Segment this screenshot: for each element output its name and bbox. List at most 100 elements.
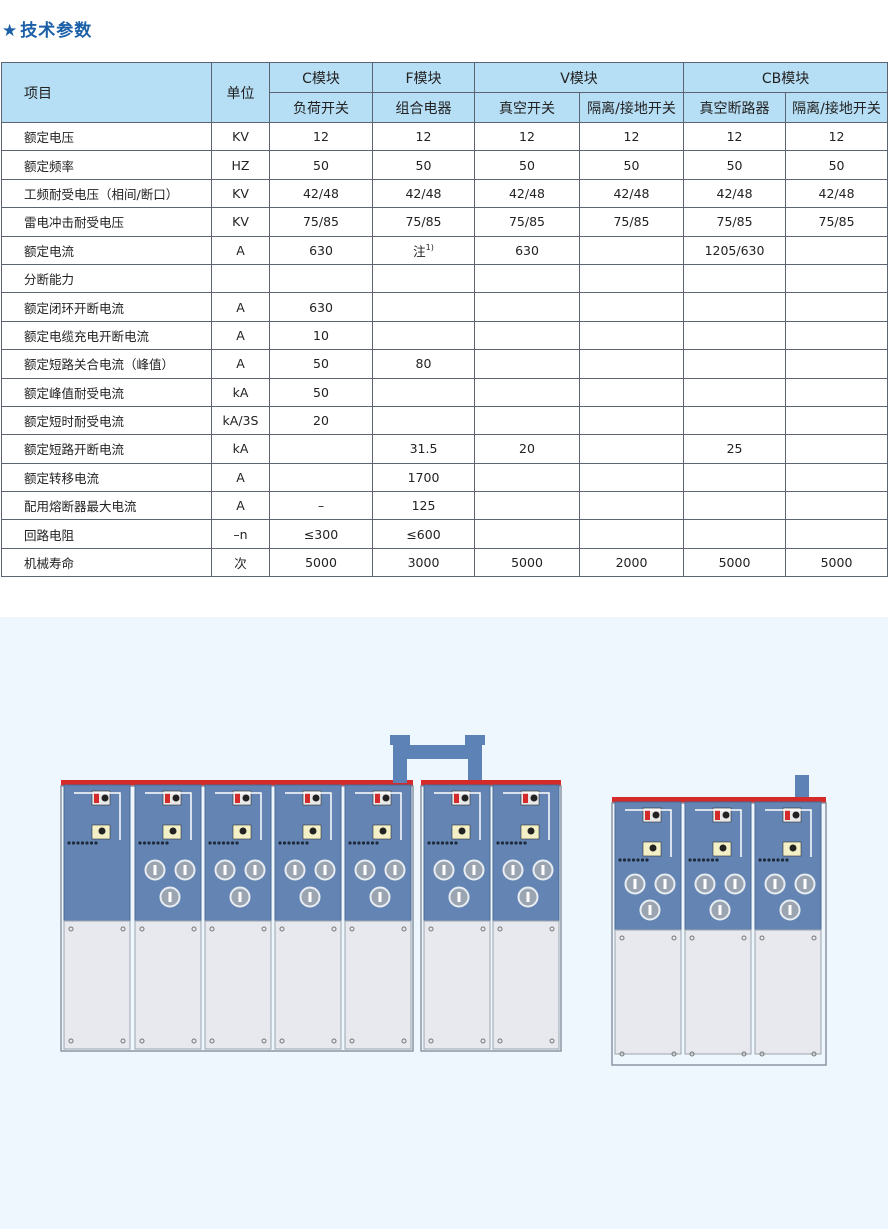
terminal-dot [94, 841, 98, 845]
busbar-connector [400, 745, 478, 759]
knob-slot [511, 865, 515, 875]
door-screw [428, 926, 434, 932]
knob-slot [363, 865, 367, 875]
terminal-dot [221, 841, 226, 845]
table-cell: 20 [269, 405, 373, 436]
terminal-dot [427, 841, 431, 845]
terminal-dot [366, 841, 370, 845]
indicator-knob [382, 794, 390, 802]
table-cell [785, 462, 888, 493]
table-cell [269, 462, 373, 493]
table-cell: 630 [269, 292, 373, 322]
knob-slot [393, 865, 397, 875]
terminal-dot [375, 841, 379, 845]
cabinet-lower-door [344, 920, 412, 1050]
terminal-dot [710, 858, 715, 862]
terminal-dot [305, 841, 309, 845]
terminal-dot [357, 841, 361, 845]
terminal-dot [370, 841, 375, 845]
cabinet-lower-door [423, 920, 491, 1050]
door-screw [811, 1051, 817, 1057]
door-screw [480, 1038, 486, 1044]
terminal-dot [688, 858, 692, 862]
table-cell [578, 434, 685, 464]
busbar-line [625, 809, 672, 857]
table-header-row: 项目 单位 C模块 F模块 V模块 CB模块 [1, 62, 888, 123]
terminal-dot [645, 858, 649, 862]
table-cell [578, 349, 685, 379]
terminal-dot [160, 841, 165, 845]
table-cell: 42/48 [683, 178, 787, 209]
table-cell: 注1) [372, 235, 475, 265]
table-cell: ≤600 [372, 519, 475, 549]
table-cell [785, 263, 888, 294]
door-screw [689, 1051, 695, 1057]
switchgear-drawing [60, 735, 827, 1066]
terminal-dot [706, 858, 710, 862]
door-screw [480, 926, 486, 932]
row-item-label: 回路电阻 [1, 519, 212, 549]
header-sub: 真空开关 [474, 92, 580, 123]
table-cell [785, 491, 888, 521]
cabinet-lower-door [134, 920, 202, 1050]
table-cell: 42/48 [372, 178, 475, 209]
busbar-line [503, 792, 550, 840]
table-cell [785, 377, 888, 407]
table-cell: 12 [785, 121, 888, 152]
table-cell [474, 462, 580, 493]
indicator-knob [649, 844, 657, 852]
table-cell: 12 [683, 121, 787, 152]
table-cell [683, 292, 787, 322]
table-cell [785, 405, 888, 436]
indicator-knob [458, 827, 466, 835]
table-cell: ≤300 [269, 519, 373, 549]
table-cell [474, 320, 580, 351]
row-item-label: 额定频率 [1, 150, 212, 180]
door-screw [331, 926, 337, 932]
table-cell [474, 377, 580, 407]
knob-slot [323, 865, 327, 875]
table-cell [474, 519, 580, 549]
busbar-line [355, 792, 402, 840]
table-cell [474, 405, 580, 436]
terminal-dot [701, 858, 706, 862]
table-cell: 630 [474, 235, 580, 265]
door-screw [209, 1038, 215, 1044]
row-item-label: 额定短路关合电流（峰值） [1, 349, 212, 379]
door-screw [671, 1051, 677, 1057]
terminal-dot [71, 841, 76, 845]
indicator-red [785, 810, 790, 820]
table-cell [372, 377, 475, 407]
door-screw [401, 926, 407, 932]
cabinet-frame [420, 785, 562, 1052]
table-cell [785, 292, 888, 322]
terminal-dot [76, 841, 80, 845]
row-item-label: 额定峰值耐受电流 [1, 377, 212, 407]
table-cell [372, 405, 475, 436]
table-cell [578, 320, 685, 351]
table-cell: 75/85 [269, 207, 373, 237]
terminal-dot [715, 858, 719, 862]
knob-slot [168, 892, 172, 902]
door-screw [120, 926, 126, 932]
knob-slot [253, 865, 257, 875]
indicator-red [454, 793, 459, 803]
knob-slot [223, 865, 227, 875]
table-cell [474, 491, 580, 521]
busbar-line [285, 792, 332, 840]
row-unit: kA [211, 434, 270, 464]
terminal-dot [165, 841, 169, 845]
terminal-dot [618, 858, 622, 862]
knob-slot [442, 865, 446, 875]
table-cell: 75/85 [683, 207, 787, 237]
door-screw [549, 926, 555, 932]
indicator-knob [98, 827, 106, 835]
door-screw [759, 935, 765, 941]
indicator-knob [530, 794, 538, 802]
door-screw [549, 1038, 555, 1044]
busbar-line [434, 792, 481, 840]
